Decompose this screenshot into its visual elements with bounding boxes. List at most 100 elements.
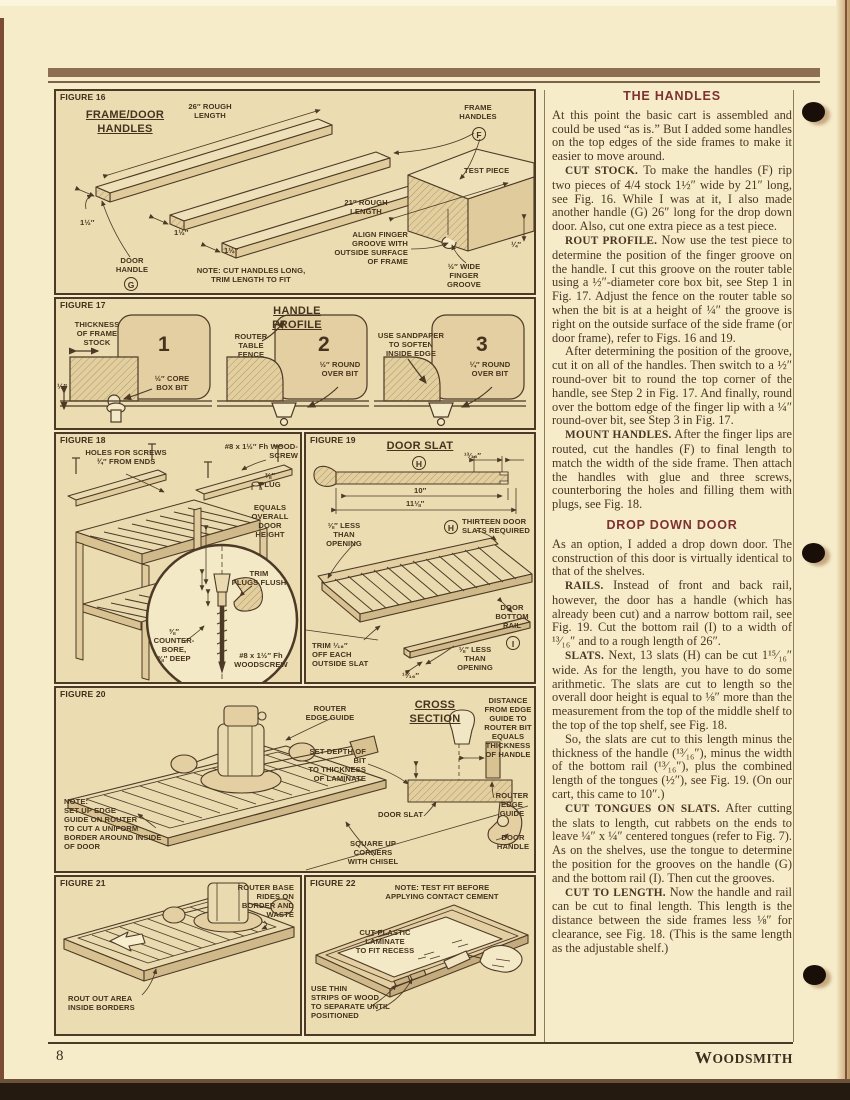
part-letter-h: H	[412, 456, 426, 470]
figure-label: FIGURE 16	[60, 92, 106, 102]
label-equals-door-height: EQUALS OVERALL DOOR HEIGHT	[251, 503, 289, 539]
label-thirteen-slats: THIRTEEN DOOR SLATS REQUIRED	[462, 517, 530, 535]
label-quarter-round-over-bit: ¼″ ROUND OVER BIT	[469, 360, 511, 378]
paragraph: CUT TONGUES ON SLATS. After cutting the …	[552, 800, 792, 885]
label-align-finger-groove: ALIGN FINGER GROOVE WITH OUTSIDE SURFACE…	[334, 230, 408, 266]
label-holes-for-screws: HOLES FOR SCREWS ¾″ FROM ENDS	[85, 448, 167, 466]
label-router-base-rides: ROUTER BASE RIDES ON BORDER AND WASTE	[237, 883, 294, 919]
figure-16-title: FRAME/DOOR HANDLES	[85, 109, 165, 135]
binding-hole	[803, 965, 826, 985]
label-test-piece: TEST PIECE	[464, 166, 510, 175]
label-thickness-frame-stock: THICKNESS OF FRAME STOCK	[74, 320, 120, 347]
label-woodscrew-bottom: #8 x 1½″ Fh WOODSCREW	[234, 651, 288, 669]
label-width-3: 1½″	[224, 246, 239, 255]
part-letter-g: G	[124, 277, 138, 291]
step-number-1: 1	[158, 333, 170, 356]
label-13-16-bottom: ¹³⁄₁₆″	[402, 671, 420, 680]
label-13-16-top: ¹³⁄₁₆″	[464, 451, 482, 460]
label-width-2: 1½″	[174, 228, 189, 237]
part-letter-f: F	[472, 127, 486, 141]
figure-16-drawing	[74, 109, 534, 264]
label-quarter-inch: ¼″	[57, 382, 68, 391]
paragraph: At this point the basic cart is assemble…	[552, 107, 792, 164]
column-rule-left	[544, 90, 545, 1042]
figure-18: FIGURE 18 HOLES FOR SCREWS ¾″ FROM ENDS …	[54, 432, 302, 684]
figure-17-drawing	[60, 314, 526, 427]
label-counterbore: ⅜″ COUNTER- BORE, ⅜″ DEEP	[153, 627, 195, 663]
paragraph: RAILS. Instead of front and back rail, h…	[552, 578, 792, 649]
step-number-3: 3	[476, 333, 488, 356]
paragraph: SLATS. Next, 13 slats (H) can be cut 1¹⁵…	[552, 648, 792, 733]
binding-hole	[802, 102, 825, 122]
figure-label: FIGURE 17	[60, 300, 106, 310]
label-set-depth: SET DEPTH OF BIT TO THICKNESS OF LAMINAT…	[308, 747, 366, 783]
label-trim-plugs-flush: TRIM PLUGS FLUSH	[231, 569, 287, 587]
label-door-slat: DOOR SLAT	[378, 810, 424, 819]
label-core-box-bit: ½″ CORE BOX BIT	[154, 374, 190, 392]
scan-edge-left	[0, 18, 4, 1100]
figure-19: FIGURE 19 DOOR SLAT H ¹³⁄₁₆″ 10″ 11⅛″ ⅛″…	[304, 432, 536, 684]
label-half-round-over-bit: ½″ ROUND OVER BIT	[319, 360, 361, 378]
header-bar	[48, 68, 820, 77]
label-trim-outside-slat: TRIM ¹⁄₁₆″ OFF EACH OUTSIDE SLAT	[312, 641, 369, 668]
paragraph: As an option, I added a drop down door. …	[552, 536, 792, 579]
label-plug: ⅜″ PLUG	[259, 471, 281, 489]
figure-17: FIGURE 17 HANDLE PROFILE THICKNESS OF FR…	[54, 297, 536, 430]
paragraph: ROUT PROFILE. Now use the test piece to …	[552, 232, 792, 345]
label-use-sandpaper: USE SANDPAPER TO SOFTEN INSIDE EDGE	[377, 331, 445, 358]
scan-edge-bottom	[0, 1083, 850, 1100]
label-note-test-fit: NOTE: TEST FIT BEFORE APPLYING CONTACT C…	[385, 883, 499, 901]
label-door-handle: DOOR HANDLE	[496, 833, 530, 851]
header-rule	[48, 81, 820, 83]
article-column: THE HANDLES At this point the basic cart…	[552, 89, 792, 956]
figure-22-drawing	[315, 904, 529, 1012]
figure-label: FIGURE 19	[310, 435, 356, 445]
magazine-brand: WOODSMITH	[694, 1048, 793, 1067]
label-quarter-inch: ¼″	[511, 240, 522, 249]
figure-20-drawing	[67, 705, 529, 871]
figure-label: FIGURE 18	[60, 435, 106, 445]
step-number-2: 2	[318, 333, 330, 356]
figure-label: FIGURE 22	[310, 878, 356, 888]
paragraph: MOUNT HANDLES. After the finger lips are…	[552, 427, 792, 512]
paragraph: After determining the position of the gr…	[552, 344, 792, 428]
label-finger-groove: ½″ WIDE FINGER GROOVE	[447, 262, 481, 289]
figure-label: FIGURE 20	[60, 689, 106, 699]
page-number: 8	[56, 1048, 64, 1064]
binding-hole	[802, 543, 825, 563]
label-note-cut-handles: NOTE: CUT HANDLES LONG, TRIM LENGTH TO F…	[196, 266, 306, 284]
label-distance-edge-guide: DISTANCE FROM EDGE GUIDE TO ROUTER BIT E…	[484, 696, 532, 759]
label-rout-out-area: ROUT OUT AREA INSIDE BORDERS	[68, 994, 135, 1012]
figure-21: FIGURE 21 ROUTER BASE RIDES ON BORDER AN…	[54, 875, 302, 1036]
section-heading-the-handles: THE HANDLES	[623, 89, 721, 103]
paragraph: CUT STOCK. To make the handles (F) rip t…	[552, 162, 792, 234]
label-frame-handles: FRAME HANDLES	[459, 103, 497, 121]
label-router-edge-guide-top: ROUTER EDGE GUIDE	[305, 704, 355, 722]
label-router-edge-guide-right: ROUTER EDGE GUIDE	[495, 791, 529, 818]
part-letter-h2: H	[444, 520, 458, 534]
label-cut-plastic-laminate: CUT PLASTIC LAMINATE TO FIT RECESS	[355, 928, 415, 955]
figure-18-drawing	[67, 443, 299, 682]
scan-edge-right	[836, 0, 850, 1100]
label-note-edge-guide: NOTE: SET UP EDGE GUIDE ON ROUTER TO CUT…	[64, 797, 162, 851]
column-rule-right	[793, 90, 794, 1042]
figure-label: FIGURE 21	[60, 878, 106, 888]
figure-16: FIGURE 16 FRAME/DOOR HANDLES 26″ ROUGH L…	[54, 89, 536, 295]
figure-20-title: CROSS SECTION	[409, 699, 461, 725]
figure-19-drawing	[306, 456, 533, 675]
label-door-bottom-rail: DOOR BOTTOM RAIL	[495, 603, 529, 630]
figure-21-drawing	[63, 882, 295, 996]
scan-edge-right-line	[845, 0, 847, 1100]
figure-22: FIGURE 22 NOTE: TEST FIT BEFORE APPLYING…	[304, 875, 536, 1036]
label-square-up-corners: SQUARE UP CORNERS WITH CHISEL	[347, 839, 399, 866]
label-10-inch: 10″	[414, 486, 427, 495]
section-heading-drop-down-door: DROP DOWN DOOR	[606, 517, 738, 532]
scan-edge-bottom-soft	[0, 1079, 850, 1083]
label-door-handle: DOOR HANDLE	[115, 256, 149, 274]
paragraph: So, the slats are cut to this length min…	[552, 731, 792, 802]
figure-19-title: DOOR SLAT	[386, 440, 454, 452]
label-router-table-fence: ROUTER TABLE FENCE	[234, 332, 268, 359]
label-woodscrew-top: #8 x 1½″ Fh WOOD- SCREW	[224, 442, 298, 460]
label-11-18-inch: 11⅛″	[406, 499, 425, 508]
